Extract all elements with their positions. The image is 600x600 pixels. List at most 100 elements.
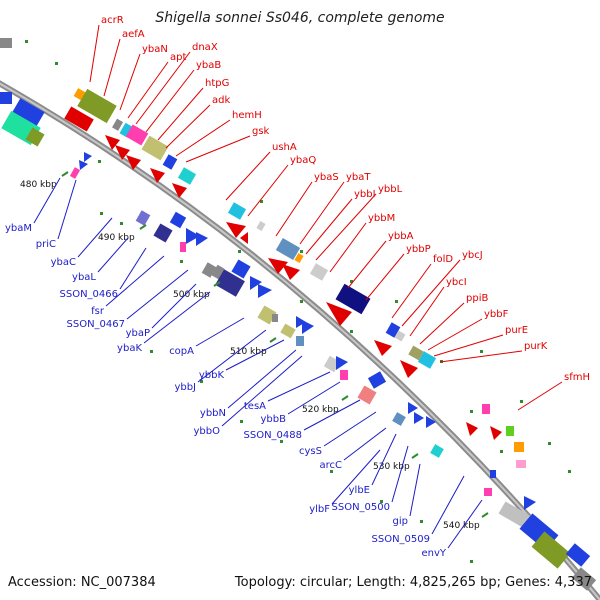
gene-block	[201, 262, 217, 278]
leader-line	[275, 181, 313, 237]
gene-label-ybac: ybaC	[51, 257, 76, 268]
gene-arrow	[426, 416, 436, 428]
gene-block	[211, 264, 225, 280]
tick-mark	[411, 453, 419, 459]
gene-label-ppib: ppiB	[466, 293, 488, 304]
leader-line	[127, 61, 169, 119]
leader-line	[329, 222, 367, 273]
tick-label: 500 kbp	[173, 290, 210, 300]
gene-block	[257, 305, 277, 325]
gene-label-ylbe: ylbE	[349, 485, 370, 496]
leader-line	[145, 69, 195, 133]
leader-line	[315, 193, 377, 261]
leader-line	[299, 181, 345, 245]
gene-arrow	[79, 160, 88, 170]
forward-gene-labels: acrRaefAybaNaptdnaXybaBhtpGadkhemHgskush…	[89, 15, 590, 411]
gene-label-ybaq: ybaQ	[290, 155, 316, 166]
leader-line	[401, 259, 461, 327]
map-title: Shigella sonnei Ss046, complete genome	[155, 10, 444, 26]
genome-backbone	[0, 80, 600, 600]
gene-label-ybam: ybaM	[5, 223, 32, 234]
leader-line	[151, 283, 197, 329]
leader-line	[431, 475, 465, 535]
gene-block	[272, 314, 278, 322]
leader-line	[323, 411, 377, 447]
gene-arrow	[282, 264, 300, 280]
gene-label-ylbf: ylbF	[309, 504, 330, 515]
guide-dots	[25, 40, 571, 563]
gene-label-sson_0500: SSON_0500	[332, 502, 391, 513]
reverse-features	[0, 92, 597, 591]
gene-label-ybbk: ybbK	[199, 370, 225, 381]
gene-label-purk: purK	[524, 341, 548, 352]
gene-arrow	[336, 356, 348, 370]
leader-line	[331, 449, 381, 505]
gene-arrow	[490, 426, 502, 440]
leader-line	[427, 318, 483, 351]
gene-label-ybak: ybaK	[117, 343, 142, 354]
gene-arrow	[84, 152, 92, 162]
gene-arrow	[186, 228, 200, 244]
gene-label-ybbp: ybbP	[406, 244, 431, 255]
gene-label-pure: purE	[505, 325, 528, 336]
gene-block	[514, 442, 524, 452]
leader-line	[165, 104, 211, 149]
gene-label-gsk: gsk	[252, 126, 270, 137]
gene-block	[340, 370, 348, 380]
gene-label-ybbo: ybbO	[194, 426, 221, 437]
leader-line	[175, 119, 231, 157]
leader-line	[197, 329, 267, 383]
gene-block	[484, 488, 492, 496]
gene-block	[498, 501, 532, 529]
gene-arrow	[374, 340, 392, 356]
leader-line	[143, 291, 211, 344]
gene-label-usha: ushA	[272, 142, 297, 153]
tick-mark	[213, 281, 221, 287]
gene-label-ybbf: ybbF	[484, 309, 509, 320]
tick-mark	[269, 337, 277, 343]
gene-block	[275, 237, 301, 261]
gene-label-ybbm: ybbM	[368, 213, 395, 224]
leader-line	[247, 164, 289, 217]
leader-line	[126, 269, 189, 320]
leader-line	[227, 349, 297, 409]
leader-line	[267, 371, 331, 402]
leader-line	[305, 198, 353, 255]
leader-line	[103, 38, 121, 97]
leader-line	[433, 334, 504, 357]
gene-arrow	[115, 145, 130, 160]
leader-line	[365, 253, 405, 301]
gene-block	[64, 106, 94, 132]
gene-block	[135, 210, 151, 226]
gene-label-apt: apt	[170, 52, 186, 63]
gene-arrow	[414, 412, 424, 424]
gene-label-htpg: htpG	[205, 78, 229, 89]
gene-block	[77, 88, 117, 124]
gene-label-ybbl: ybbL	[378, 184, 403, 195]
gene-label-ybbn: ybbN	[200, 408, 226, 419]
gene-label-sson_0509: SSON_0509	[372, 534, 431, 545]
leader-line	[409, 286, 445, 337]
gene-arrow	[105, 135, 120, 150]
gene-block	[125, 124, 149, 146]
gene-block	[309, 263, 329, 281]
leader-line	[185, 135, 251, 163]
gene-arrow	[226, 222, 246, 238]
tick-mark	[139, 224, 147, 230]
gene-label-ybap: ybaP	[126, 328, 150, 339]
gene-arrow	[302, 320, 314, 334]
gene-arrow	[466, 422, 478, 436]
gene-label-sson_0466: SSON_0466	[60, 289, 119, 300]
gene-block	[294, 253, 304, 263]
gene-label-ybbi: ybbI	[354, 189, 376, 200]
gene-block	[0, 38, 12, 48]
gene-label-sson_0467: SSON_0467	[67, 319, 126, 330]
gene-block	[335, 283, 371, 315]
gene-label-sfmh: sfmH	[564, 372, 590, 383]
gene-label-cyss: cysS	[299, 446, 322, 457]
tick-label: 540 kbp	[443, 521, 480, 531]
gene-label-envy: envY	[421, 548, 446, 559]
leader-line	[77, 217, 113, 258]
tick-label: 480 kbp	[20, 180, 57, 190]
